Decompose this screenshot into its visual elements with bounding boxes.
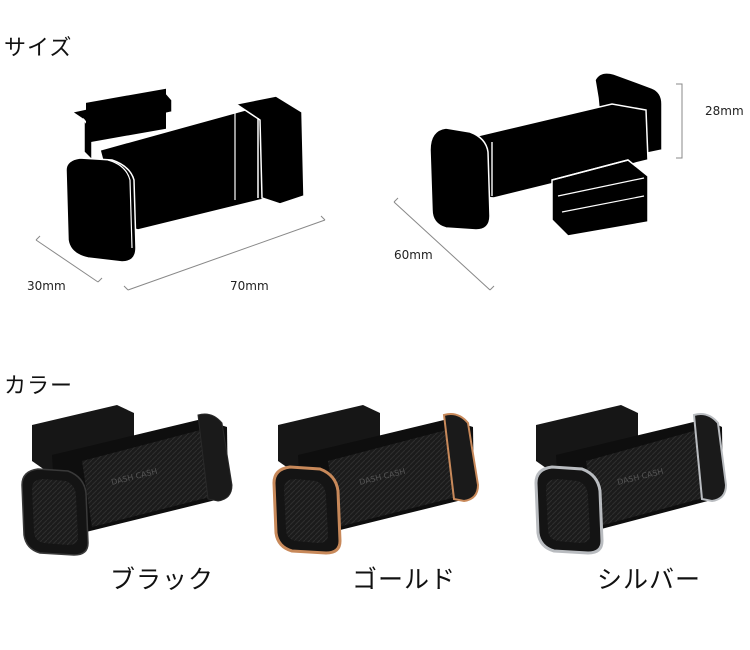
- color-label-gold: ゴールド: [352, 565, 457, 594]
- product-image-silver: DASH CASH: [534, 405, 728, 555]
- color-label-silver: シルバー: [597, 565, 702, 594]
- dimension-width-label: 70mm: [230, 279, 269, 293]
- size-heading: サイズ: [4, 36, 73, 61]
- size-drawing-front: [35, 88, 326, 291]
- color-label-black: ブラック: [110, 565, 215, 594]
- product-image-black: DASH CASH: [21, 405, 233, 556]
- product-image-gold: DASH CASH: [272, 405, 480, 555]
- dimension-length-label: 60mm: [394, 248, 433, 262]
- color-heading: カラー: [4, 374, 74, 399]
- size-drawing-side: [393, 72, 683, 291]
- dimension-height-label: 28mm: [705, 104, 744, 118]
- dimension-depth-label: 30mm: [27, 279, 66, 293]
